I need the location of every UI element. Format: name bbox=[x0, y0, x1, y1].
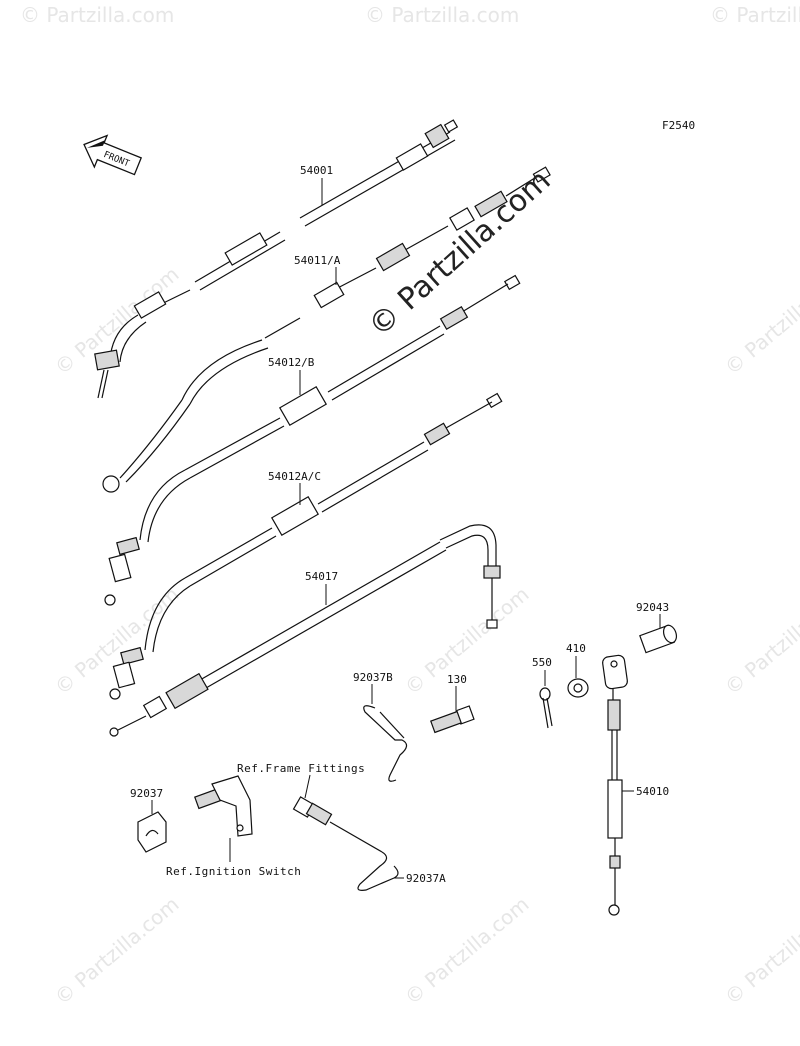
part-label-54001: 54001 bbox=[300, 164, 333, 177]
ignition-switch-bracket-icon bbox=[194, 775, 253, 837]
part-410-icon bbox=[567, 678, 589, 698]
part-label-92043: 92043 bbox=[636, 601, 669, 614]
part-label-550: 550 bbox=[532, 656, 552, 669]
part-label-54012a: 54012A/C bbox=[268, 470, 321, 483]
part-label-410: 410 bbox=[566, 642, 586, 655]
part-92037-icon bbox=[137, 811, 167, 853]
cable-54012 bbox=[104, 274, 521, 606]
part-550-icon bbox=[539, 687, 553, 729]
watermark-tile: © Partzilla.com bbox=[20, 3, 174, 27]
part-92037b-icon bbox=[363, 705, 408, 782]
part-130-icon bbox=[430, 705, 475, 734]
part-label-54010: 54010 bbox=[636, 785, 669, 798]
part-label-130: 130 bbox=[447, 673, 467, 686]
watermark-tile: © Partzilla.com bbox=[365, 3, 519, 27]
part-label-54011: 54011/A bbox=[294, 254, 341, 267]
watermark-tile: © Partzilla.com bbox=[50, 582, 184, 700]
cable-54010 bbox=[602, 654, 628, 916]
part-label-92037b: 92037B bbox=[353, 671, 393, 684]
ref-frame-fittings: Ref.Frame Fittings bbox=[237, 762, 365, 775]
part-label-54017: 54017 bbox=[305, 570, 338, 583]
cable-54017 bbox=[109, 524, 501, 737]
part-label-92037a: 92037A bbox=[406, 872, 446, 885]
watermark-tile: © Partzilla.com bbox=[400, 892, 534, 1010]
watermark-tile: © Partzilla.com bbox=[50, 892, 184, 1010]
ref-ignition-switch: Ref.Ignition Switch bbox=[166, 865, 301, 878]
cable-54012a bbox=[109, 392, 503, 700]
part-label-54012: 54012/B bbox=[268, 356, 315, 369]
front-arrow-icon: FRONT bbox=[83, 134, 143, 176]
watermark-tile: © Partzilla.com bbox=[720, 262, 800, 380]
part-label-92037: 92037 bbox=[130, 787, 163, 800]
cable-54001 bbox=[94, 119, 459, 399]
cable-54011 bbox=[102, 166, 551, 493]
watermark-tile: © Partzilla.com bbox=[710, 3, 800, 27]
diagram-code: F2540 bbox=[662, 119, 695, 132]
watermark-tile: © Partzilla.com bbox=[720, 892, 800, 1010]
part-92043-icon bbox=[639, 624, 678, 654]
frame-fitting-bolt-icon bbox=[292, 796, 399, 891]
watermark-tile: © Partzilla.com bbox=[720, 582, 800, 700]
